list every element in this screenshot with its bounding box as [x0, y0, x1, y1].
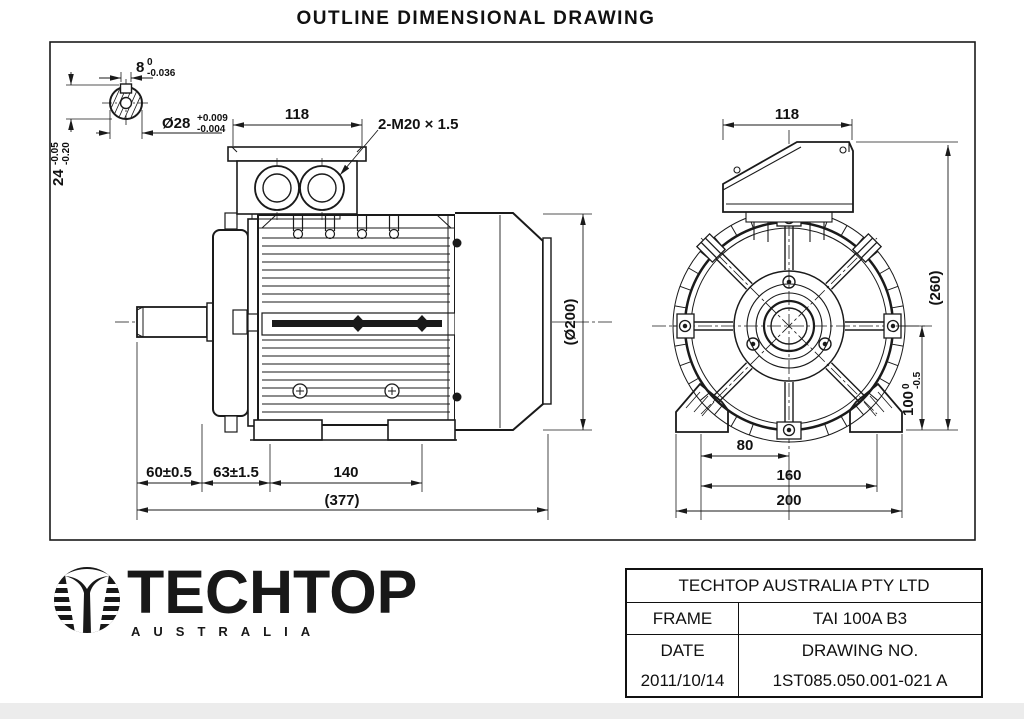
dim-overall-height: (260) [927, 270, 944, 305]
terminal-box-side [227, 146, 367, 220]
dim-foot-hole-spacing-side: 140 [333, 464, 358, 481]
dim-keyseat-height-tol-lower: -0.20 [61, 142, 72, 165]
techtop-logo: TECHTOP AUSTRALIA [53, 558, 473, 672]
logo-brand: TECHTOP [127, 558, 418, 626]
title-block-company: TECHTOP AUSTRALIA PTY LTD [627, 570, 981, 603]
dim-foot-half-spacing: 80 [737, 437, 754, 454]
dim-fan-cover-diameter: (Ø200) [562, 299, 579, 346]
dim-shaft-diameter: Ø28 [162, 115, 190, 132]
title-block-frame-label: FRAME [627, 603, 739, 634]
scan-edge-strip [0, 703, 1024, 719]
techtop-emblem-icon [54, 567, 120, 633]
title-block-date-label: DATE [660, 640, 705, 660]
dim-side-terminal-box-width: 118 [285, 106, 309, 123]
terminal-box-front [722, 141, 854, 213]
dim-cable-gland: 2-M20 × 1.5 [378, 116, 458, 133]
title-block-drawing-no-label: DRAWING NO. [801, 640, 919, 660]
dim-shaft-to-foot-hole: 63±1.5 [213, 464, 259, 481]
logo-country: AUSTRALIA [131, 624, 324, 639]
dim-base-width: 200 [776, 492, 801, 509]
dim-shaft-height-tol-lower: -0.5 [912, 371, 923, 389]
motor-front-view [652, 130, 928, 458]
dim-shaft-height: 100 [900, 391, 917, 416]
title-block-frame-value: TAI 100A B3 [812, 608, 908, 628]
title-block-drawing-no-value: 1ST085.050.001-021 A [772, 670, 948, 690]
dim-keyseat-height: 24 [50, 169, 67, 186]
side-view-dimensions [136, 119, 592, 520]
dim-front-terminal-box-width: 118 [775, 106, 799, 123]
dim-keyway-width-tol-upper: 0 [147, 57, 153, 68]
dim-shaft-diameter-tol-upper: +0.009 [197, 113, 228, 124]
front-view-dimensions [675, 119, 958, 520]
dim-shaft-height-tol-upper: 0 [901, 383, 912, 389]
title-block: TECHTOP AUSTRALIA PTY LTD FRAME TAI 100A… [625, 568, 983, 698]
sheet-border [49, 41, 976, 541]
dim-shaft-length: 60±0.5 [146, 464, 192, 481]
dim-keyway-width-tol-lower: -0.036 [147, 68, 176, 79]
dim-foot-hole-spacing-front: 160 [776, 467, 801, 484]
dim-keyway-width: 8 [136, 59, 144, 76]
dim-shaft-diameter-tol-lower: -0.004 [197, 124, 226, 135]
dim-total-length: (377) [324, 492, 359, 509]
page-title: OUTLINE DIMENSIONAL DRAWING [296, 8, 656, 29]
title-block-date-value: 2011/10/14 [640, 670, 725, 690]
motor-side-view [115, 212, 615, 441]
dim-keyseat-height-tol-upper: -0.05 [50, 142, 61, 165]
